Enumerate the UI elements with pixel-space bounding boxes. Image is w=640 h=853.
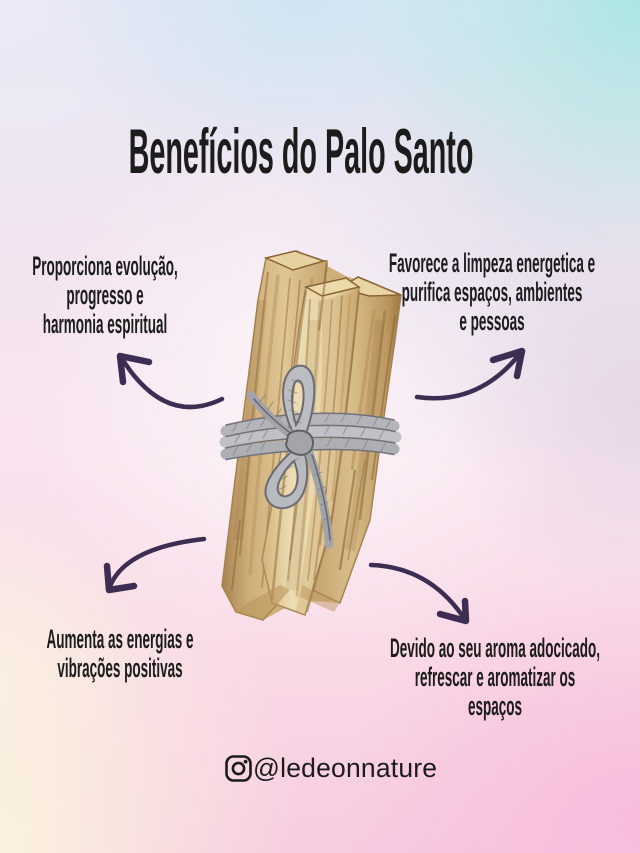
svg-text:@ledeonnature: @ledeonnature — [253, 753, 437, 783]
